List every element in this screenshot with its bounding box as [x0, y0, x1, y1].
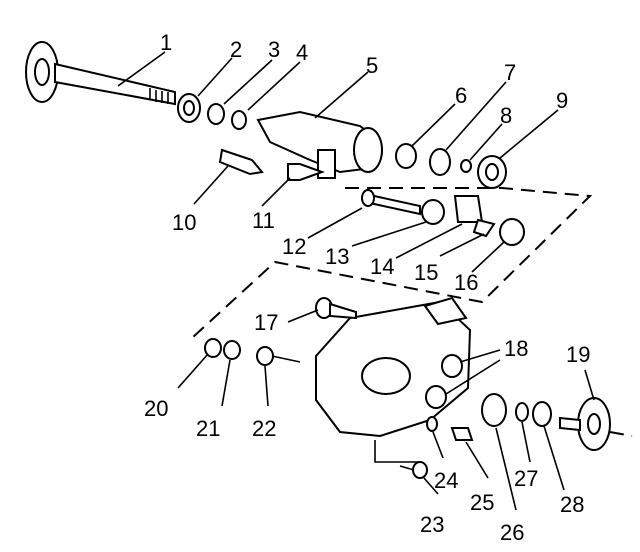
- callout-4: 4: [296, 40, 308, 65]
- axle-housing: [256, 110, 383, 179]
- assembly-boundary: [191, 187, 593, 339]
- sensor-10: [218, 148, 264, 176]
- callout-25: 25: [470, 490, 494, 515]
- callout-24: 24: [434, 468, 458, 493]
- callout-26: 26: [500, 520, 524, 545]
- callout-6: 6: [455, 83, 467, 108]
- callout-11: 11: [252, 208, 275, 233]
- axle-shaft-flange: [25, 41, 59, 103]
- ring-3: [207, 103, 225, 125]
- clip-15: [472, 218, 496, 238]
- callout-labels: 1 2 3 4 5 6 7 8 9 10 11 12 13 14 15 16 1…: [144, 30, 590, 545]
- callout-17: 17: [254, 310, 278, 335]
- seal-28: [532, 401, 552, 427]
- actuator-spring-13: [421, 199, 445, 225]
- actuator-shaft-12: [361, 189, 421, 216]
- callout-9: 9: [556, 88, 568, 113]
- bolt-11: [287, 163, 325, 181]
- screw-23: [399, 461, 428, 479]
- ring-27: [515, 402, 529, 422]
- leader-lines: [117, 51, 595, 511]
- callout-10: 10: [172, 210, 196, 235]
- callout-15: 15: [414, 260, 438, 285]
- callout-21: 21: [196, 416, 220, 441]
- seal-20: [204, 338, 222, 358]
- spring-16: [499, 218, 525, 246]
- callout-2: 2: [230, 37, 242, 62]
- bearing-6: [395, 143, 417, 169]
- seal-2: [177, 93, 201, 123]
- mount-line-23: [374, 440, 420, 463]
- bearing-18-upper: [441, 354, 463, 378]
- callout-13: 13: [325, 244, 349, 269]
- clip-8: [460, 159, 472, 173]
- callout-7: 7: [504, 60, 516, 85]
- plug-25: [450, 427, 474, 441]
- callout-22: 22: [252, 416, 276, 441]
- callout-1: 1: [160, 30, 172, 55]
- seal-9: [477, 155, 507, 189]
- callout-23: 23: [420, 512, 444, 537]
- callout-8: 8: [500, 103, 512, 128]
- seal-26: [481, 393, 507, 427]
- callout-5: 5: [366, 53, 378, 78]
- callout-18: 18: [504, 336, 528, 361]
- callout-12: 12: [282, 234, 306, 259]
- fitting-22: [256, 346, 301, 366]
- callout-16: 16: [454, 270, 478, 295]
- callout-28: 28: [560, 492, 584, 517]
- axle-shaft: [54, 62, 176, 106]
- callout-27: 27: [514, 466, 538, 491]
- ring-21: [223, 340, 241, 360]
- callout-20: 20: [144, 396, 168, 421]
- washer-24: [426, 416, 438, 432]
- ring-4: [231, 110, 247, 130]
- axis-line-lower: [609, 431, 633, 437]
- bearing-18-lower: [425, 385, 447, 409]
- callout-3: 3: [268, 37, 280, 62]
- callout-19: 19: [566, 342, 590, 367]
- bolt-17: [315, 297, 357, 320]
- output-flange-19: [559, 397, 611, 451]
- fork-14: [453, 195, 484, 223]
- bearing-7: [429, 148, 451, 176]
- callout-14: 14: [370, 254, 394, 279]
